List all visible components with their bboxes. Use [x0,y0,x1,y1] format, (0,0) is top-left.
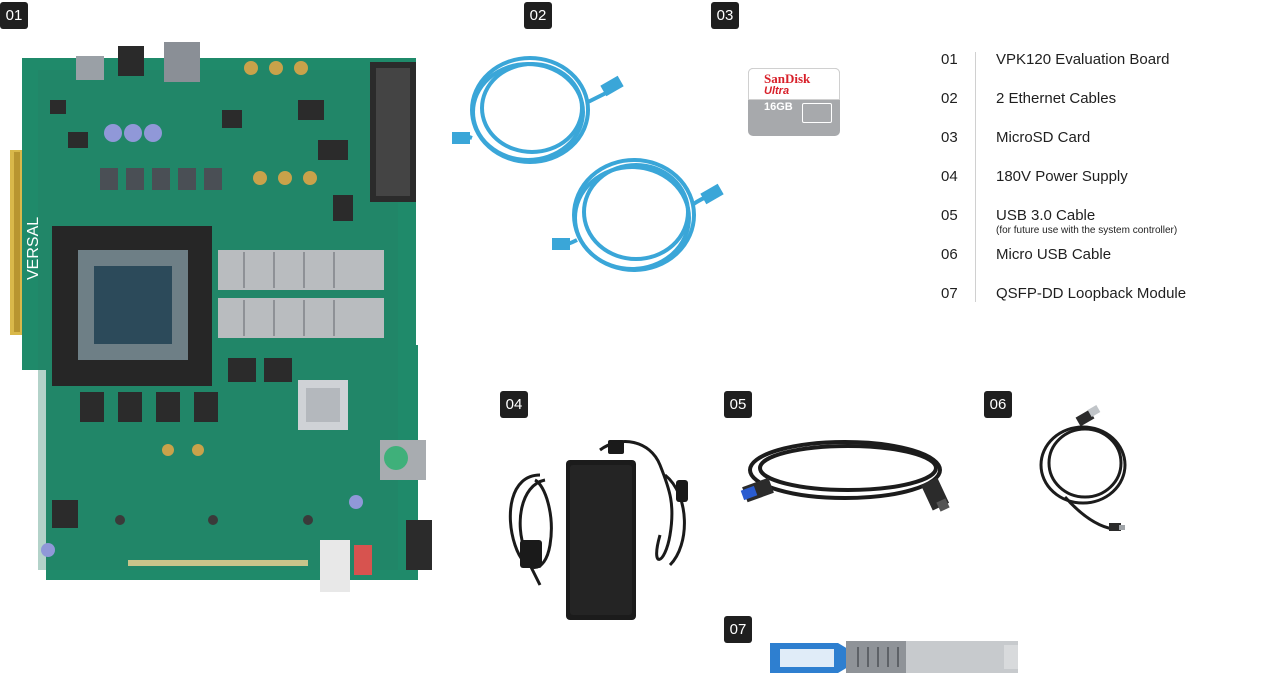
microsd-card-image: SanDisk Ultra 16GB [748,68,840,136]
list-item: 02 2 Ethernet Cables [941,83,1241,122]
sd-micro-logo [802,103,832,123]
item-number: 04 [941,168,958,185]
usb3-cable-image [740,440,950,512]
sd-brand: SanDisk [764,71,811,86]
list-item: 06 Micro USB Cable [941,239,1241,278]
item-number: 05 [941,207,958,224]
list-item: 07 QSFP-DD Loopback Module [941,278,1241,317]
list-divider [975,52,976,302]
sd-capacity: 16GB [764,101,793,113]
item-name: QSFP-DD Loopback Module [996,285,1187,302]
item-number: 06 [941,246,958,263]
item-number: 07 [941,285,958,302]
badge-06: 06 [984,391,1012,418]
item-number: 02 [941,90,958,107]
item-name: USB 3.0 Cable [996,207,1096,224]
board-versal-label: VERSAL [25,217,42,280]
ethernet-cables-image [452,56,724,272]
list-item: 04 180V Power Supply [941,161,1241,200]
microsd-card-top [748,68,840,100]
badge-02: 02 [524,2,552,29]
evaluation-board-image: VERSAL [10,42,432,592]
qsfp-loopback-module-image [770,641,1018,673]
item-number: 01 [941,51,958,68]
item-number: 03 [941,129,958,146]
badge-03: 03 [711,2,739,29]
item-name: 2 Ethernet Cables [996,90,1117,107]
item-note: (for future use with the system controll… [996,225,1178,236]
power-supply-image [508,440,688,620]
badge-07: 07 [724,616,752,643]
item-name: Micro USB Cable [996,246,1112,263]
sd-line: Ultra [764,85,790,97]
badge-01: 01 [0,2,28,29]
item-name: MicroSD Card [996,129,1091,146]
list-item: 01 VPK120 Evaluation Board [941,44,1241,83]
contents-list: 01 VPK120 Evaluation Board 02 2 Ethernet… [941,44,1241,317]
micro-usb-cable-image [1039,405,1127,531]
item-name: VPK120 Evaluation Board [996,51,1170,68]
badge-04: 04 [500,391,528,418]
list-item: 05 USB 3.0 Cable (for future use with th… [941,200,1241,239]
list-item: 03 MicroSD Card [941,122,1241,161]
badge-05: 05 [724,391,752,418]
item-name: 180V Power Supply [996,168,1128,185]
